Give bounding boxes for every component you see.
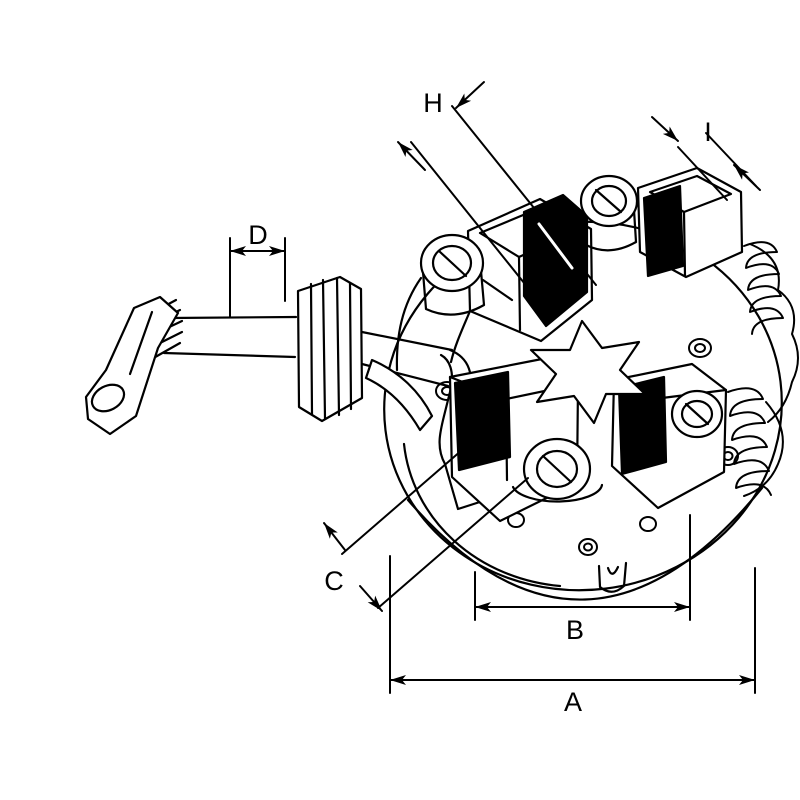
extension-line: [410, 141, 554, 320]
base-plate-rim: [406, 486, 764, 601]
extension-line: [451, 105, 597, 286]
screw-head-inner: [431, 244, 473, 282]
screw-post: [581, 208, 638, 252]
dimension-arrow: [733, 164, 761, 191]
screw-top-center: [579, 174, 639, 252]
dimension-label-a: A: [564, 687, 582, 717]
dimension-arrow: [323, 522, 346, 551]
lever-bushing-ribs: [309, 276, 353, 420]
dimension-label-h: H: [423, 88, 443, 118]
brush-holder-upper-right: [636, 166, 744, 279]
base-plate-bottom-tab: [597, 561, 628, 593]
dimension-label-c: C: [324, 566, 344, 596]
hub-star-path: [529, 319, 647, 425]
dimension-a: A: [389, 555, 756, 717]
screw-slot: [594, 188, 623, 214]
holder-bracket-lines: [449, 278, 514, 364]
extension-line: [377, 477, 529, 609]
dimension-annotations: D H I C: [229, 81, 761, 717]
dimension-d: D: [229, 220, 286, 318]
screw-head-inner: [535, 449, 579, 489]
dimension-arrow: [397, 141, 426, 171]
plate-hole: [688, 338, 712, 358]
lever-bracket-eye-hole: [90, 383, 126, 413]
screw-slot: [437, 249, 468, 278]
dimension-label-d: D: [248, 220, 268, 250]
dimension-b: B: [474, 514, 691, 645]
extension-line: [341, 423, 493, 555]
screw-head-inner: [680, 399, 714, 429]
brush-holder-assembly: [84, 166, 799, 601]
spring-coil: [727, 387, 772, 496]
carbon-brush: [453, 370, 512, 472]
lever-shaft: [162, 315, 298, 359]
plate-hole-inner: [694, 343, 706, 353]
hub-star-opening: [529, 319, 647, 425]
dimension-h: H: [397, 81, 597, 320]
dimension-label-b: B: [566, 615, 584, 645]
dimension-i: I: [651, 116, 761, 201]
brush-box-edge: [517, 255, 522, 332]
spring-housing-scallop: [743, 401, 784, 497]
plate-hole: [639, 516, 657, 532]
carbon-brush: [617, 375, 668, 476]
carbon-brush: [642, 184, 685, 278]
brush-holder-upper-left: [449, 193, 594, 364]
dimension-label-i: I: [704, 117, 712, 147]
dimension-arrow: [359, 585, 383, 612]
spring-lower-right: [727, 387, 784, 497]
base-plate-inner-contour: [402, 442, 562, 588]
carbon-brush: [522, 193, 589, 328]
dimension-c: C: [323, 423, 529, 612]
screw-head-inner: [590, 184, 628, 218]
dimension-arrow: [455, 81, 485, 109]
screw-bottom-center: [511, 437, 604, 503]
screw-right: [670, 389, 724, 439]
screw-slot: [541, 454, 573, 484]
plate-hole-inner: [583, 542, 593, 552]
spring-upper-right: [743, 241, 799, 423]
frame-edge-line: [395, 276, 423, 372]
brush-box-edge: [682, 210, 687, 278]
brush-slot-highlight: [537, 222, 574, 270]
extension-line: [677, 146, 728, 201]
lever-bracket-edge: [128, 310, 154, 376]
lever-fork-prong: [364, 358, 434, 432]
screw-slot: [684, 402, 710, 426]
spring-coil: [743, 241, 784, 335]
screw-post: [421, 269, 486, 316]
plate-hole: [578, 538, 598, 556]
dimension-arrow: [651, 116, 679, 142]
screw-base: [511, 483, 604, 503]
lever-bushing-block: [296, 275, 364, 423]
screw-upper-left: [419, 233, 486, 316]
